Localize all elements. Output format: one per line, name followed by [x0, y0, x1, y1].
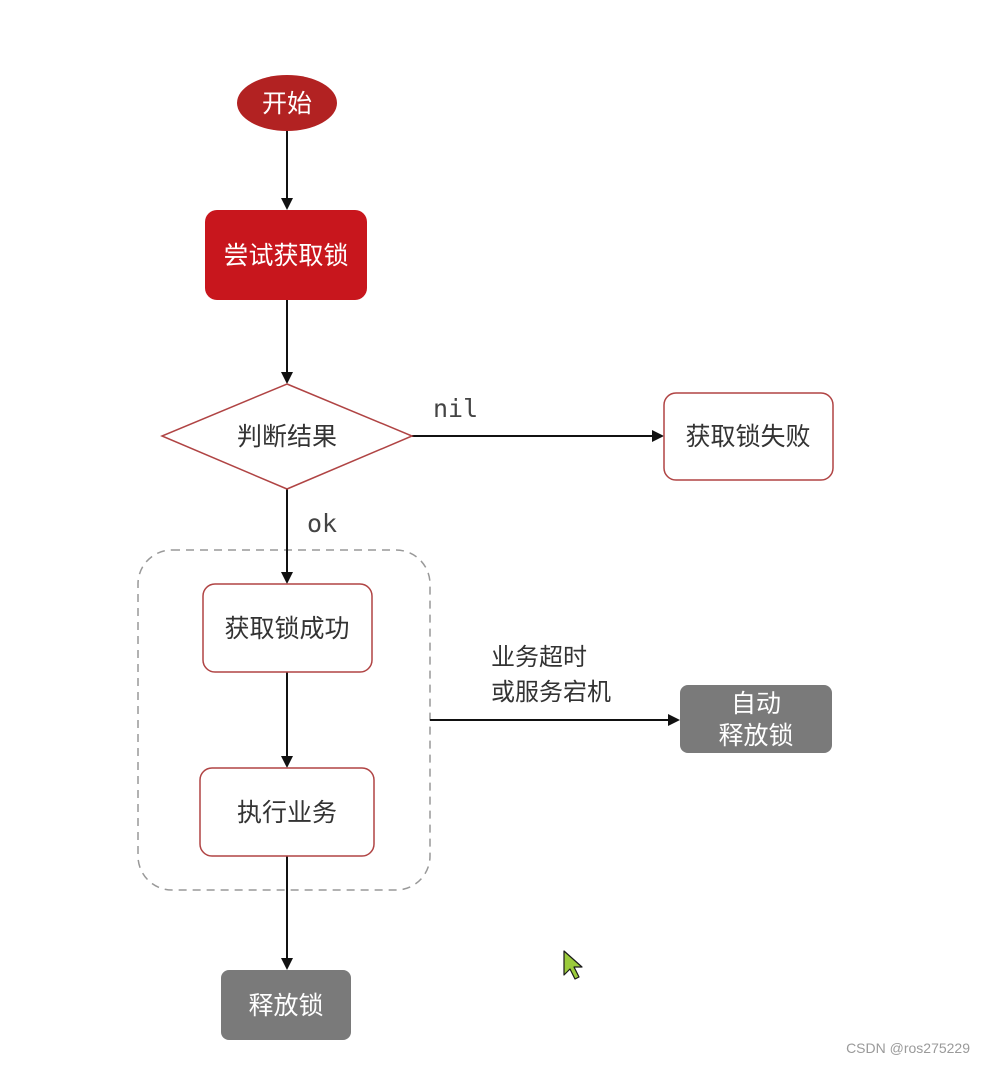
mouse-cursor-icon	[563, 950, 583, 980]
edge-nil-label: nil	[433, 394, 478, 423]
node-execute-label: 执行业务	[237, 798, 337, 827]
node-fail-label: 获取锁失败	[685, 422, 810, 451]
node-auto-release-label-line1: 自动	[731, 689, 781, 718]
node-judge-shape[interactable]	[160, 383, 414, 490]
node-success-shape[interactable]	[202, 583, 373, 673]
node-execute-shape[interactable]	[199, 767, 375, 857]
node-release-label: 释放锁	[248, 991, 323, 1020]
node-auto-release-shape[interactable]	[680, 685, 832, 753]
edge-timeout-label-line2: 或服务宕机	[491, 678, 611, 706]
edge-timeout-label-line1: 业务超时	[491, 643, 587, 671]
node-start-label: 开始	[262, 89, 312, 118]
edge-ok-label: ok	[307, 509, 337, 538]
node-fail-shape[interactable]	[663, 392, 834, 481]
node-auto-release-label-line2: 释放锁	[718, 721, 793, 750]
node-try-lock-shape[interactable]	[205, 210, 367, 300]
node-judge-label: 判断结果	[237, 422, 337, 451]
node-success-label: 获取锁成功	[224, 614, 349, 643]
node-start-shape[interactable]	[237, 75, 337, 131]
node-try-lock-label: 尝试获取锁	[223, 241, 348, 270]
node-release-shape[interactable]	[221, 970, 351, 1040]
watermark-text: CSDN @ros275229	[846, 1040, 970, 1056]
